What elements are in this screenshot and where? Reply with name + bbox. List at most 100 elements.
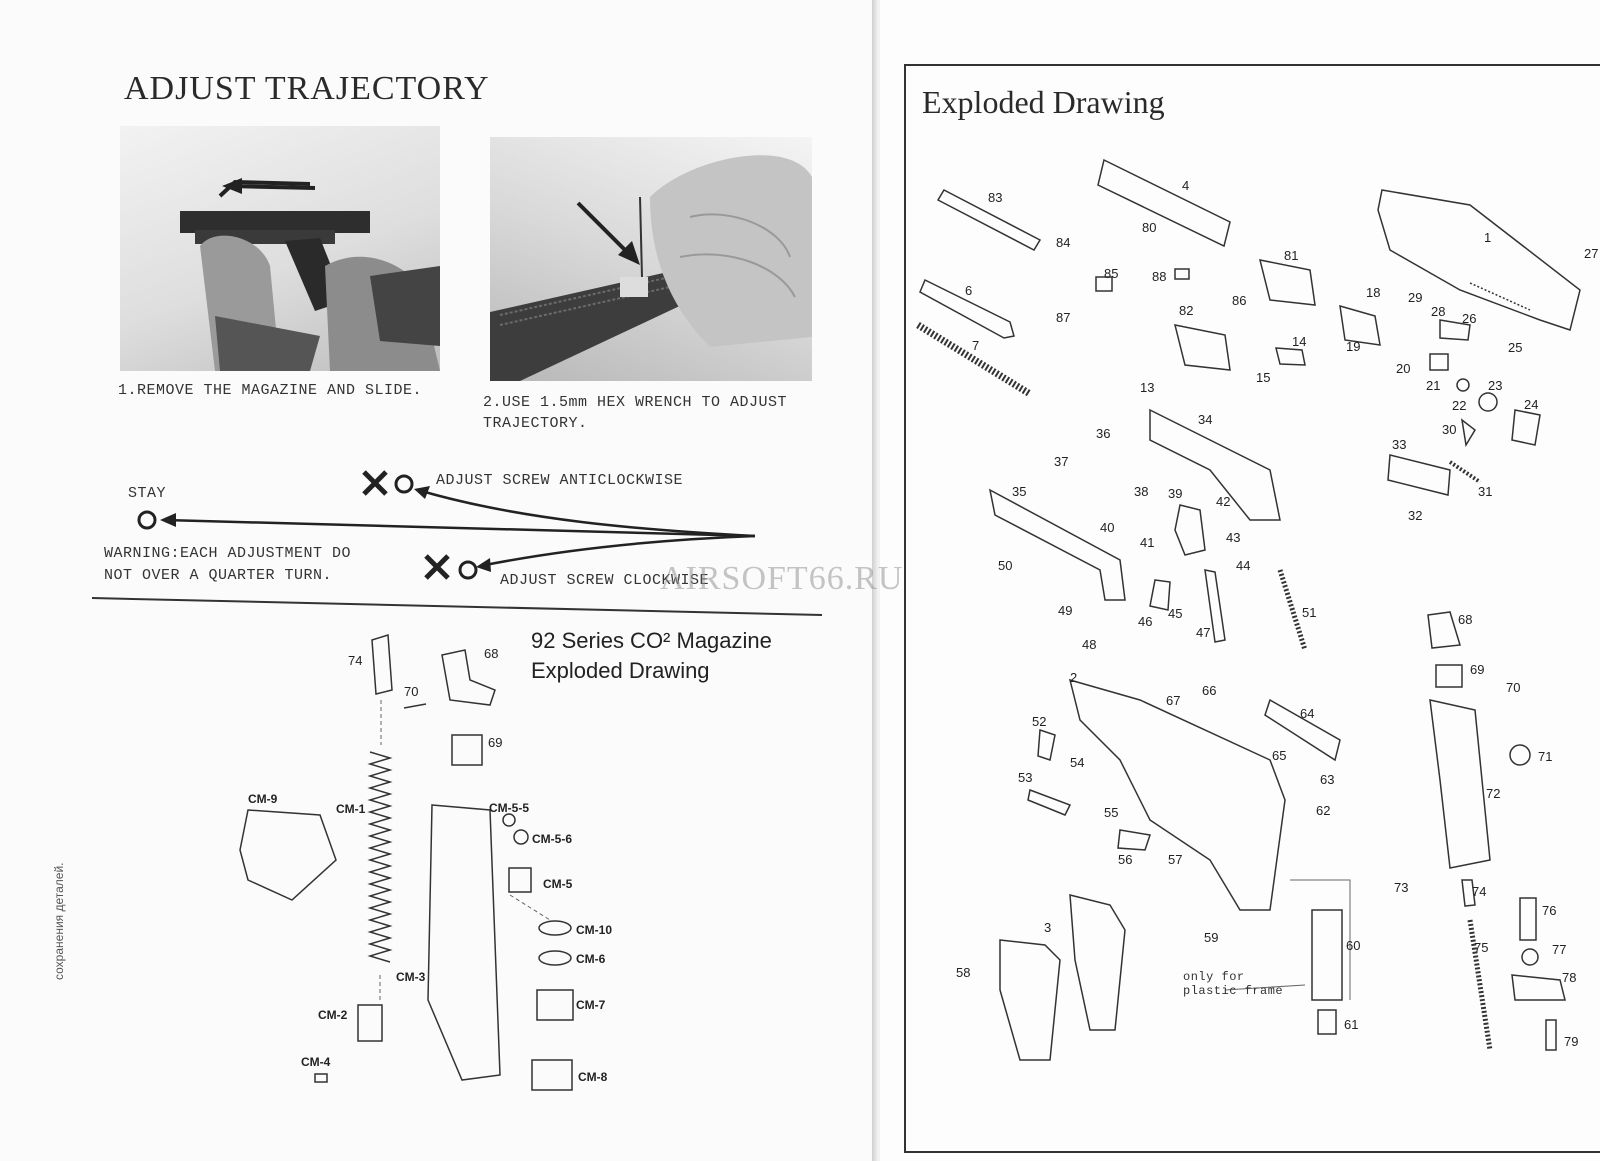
part-52: 52 — [1032, 714, 1047, 729]
part-22: 22 — [1452, 398, 1467, 413]
part-75: 75 — [1474, 940, 1489, 955]
part-56: 56 — [1118, 852, 1133, 867]
part-71: 71 — [1538, 749, 1553, 764]
photo-remove-slide — [120, 126, 440, 371]
part-60: 60 — [1346, 938, 1361, 953]
part-6: 6 — [965, 283, 973, 298]
mag-part-cm3: CM-3 — [396, 970, 426, 984]
part-72: 72 — [1486, 786, 1501, 801]
part-53: 53 — [1018, 770, 1033, 785]
part-2: 2 — [1070, 670, 1078, 685]
part-41: 41 — [1140, 535, 1155, 550]
plastic-frame-note-line2: plastic frame — [1183, 984, 1284, 998]
part-31: 31 — [1478, 484, 1493, 499]
hex-wrench-illustration — [490, 155, 812, 381]
mag-part-cm4: CM-4 — [301, 1055, 331, 1069]
part-28: 28 — [1431, 304, 1446, 319]
mag-part-cm5: CM-5 — [543, 877, 573, 891]
part-15: 15 — [1256, 370, 1271, 385]
exploded-drawing-frame — [904, 64, 1600, 1153]
part-62: 62 — [1316, 803, 1331, 818]
part-87: 87 — [1056, 310, 1071, 325]
part-88: 88 — [1152, 269, 1167, 284]
step2-caption-line1: 2.USE 1.5mm HEX WRENCH TO ADJUST — [483, 394, 788, 411]
part-81: 81 — [1284, 248, 1299, 263]
part-24: 24 — [1524, 397, 1539, 412]
part-61: 61 — [1344, 1017, 1359, 1032]
exploded-drawing-title: Exploded Drawing — [922, 84, 1165, 120]
part-35: 35 — [1012, 484, 1027, 499]
part-29: 29 — [1408, 290, 1423, 305]
part-4: 4 — [1182, 178, 1190, 193]
part-85: 85 — [1104, 266, 1119, 281]
part-20: 20 — [1396, 361, 1411, 376]
part-64: 64 — [1300, 706, 1315, 721]
part-13: 13 — [1140, 380, 1155, 395]
part-34: 34 — [1198, 412, 1213, 427]
part-65: 65 — [1272, 748, 1287, 763]
mag-part-cm9: CM-9 — [248, 792, 278, 806]
part-83: 83 — [988, 190, 1003, 205]
part-46: 46 — [1138, 614, 1153, 629]
magazine-exploded-drawing — [239, 634, 574, 1091]
mag-part-cm7: CM-7 — [576, 998, 606, 1012]
mag-part-74: 74 — [348, 653, 363, 668]
part-78: 78 — [1562, 970, 1577, 985]
part-26: 26 — [1462, 311, 1477, 326]
part-43: 43 — [1226, 530, 1241, 545]
part-1: 1 — [1484, 230, 1492, 245]
warning-line1: WARNING:EACH ADJUSTMENT DO — [104, 545, 352, 562]
part-63: 63 — [1320, 772, 1335, 787]
part-44: 44 — [1236, 558, 1251, 573]
part-45: 45 — [1168, 606, 1183, 621]
part-48: 48 — [1082, 637, 1097, 652]
magazine-title-line2: Exploded Drawing — [531, 658, 710, 683]
mag-part-69: 69 — [488, 735, 503, 750]
part-38: 38 — [1134, 484, 1149, 499]
magazine-title-line1: 92 Series CO² Magazine — [531, 628, 772, 653]
part-23: 23 — [1488, 378, 1503, 393]
part-19: 19 — [1346, 339, 1361, 354]
mag-part-cm6: CM-6 — [576, 952, 606, 966]
part-66: 66 — [1202, 683, 1217, 698]
part-51: 51 — [1302, 605, 1317, 620]
part-55: 55 — [1104, 805, 1119, 820]
part-50: 50 — [998, 558, 1013, 573]
part-25: 25 — [1508, 340, 1523, 355]
part-33: 33 — [1392, 437, 1407, 452]
mag-part-70: 70 — [404, 684, 419, 699]
clockwise-label: ADJUST SCREW CLOCKWISE — [500, 572, 710, 589]
part-42: 42 — [1216, 494, 1231, 509]
pistol-photo-illustration — [180, 178, 440, 371]
mag-part-cm5-5: CM-5-5 — [489, 801, 530, 815]
part-73: 73 — [1394, 880, 1409, 895]
part-39: 39 — [1168, 486, 1183, 501]
anticlockwise-label: ADJUST SCREW ANTICLOCKWISE — [436, 472, 684, 489]
part-84: 84 — [1056, 235, 1071, 250]
part-69: 69 — [1470, 662, 1485, 677]
part-82: 82 — [1179, 303, 1194, 318]
mag-part-68: 68 — [484, 646, 499, 661]
part-47: 47 — [1196, 625, 1211, 640]
part-79: 79 — [1564, 1034, 1579, 1049]
part-77: 77 — [1552, 942, 1567, 957]
part-7: 7 — [972, 338, 980, 353]
adjust-trajectory-title: ADJUST TRAJECTORY — [124, 70, 490, 107]
photo-hex-wrench — [490, 137, 812, 381]
part-32: 32 — [1408, 508, 1423, 523]
part-59: 59 — [1204, 930, 1219, 945]
part-30: 30 — [1442, 422, 1457, 437]
part-86: 86 — [1232, 293, 1247, 308]
step2-caption-line2: TRAJECTORY. — [483, 415, 588, 432]
part-18: 18 — [1366, 285, 1381, 300]
mag-part-cm10: CM-10 — [576, 923, 613, 937]
part-14: 14 — [1292, 334, 1307, 349]
part-76: 76 — [1542, 903, 1557, 918]
trajectory-diagram — [91, 470, 823, 616]
part-57: 57 — [1168, 852, 1183, 867]
part-74: 74 — [1472, 884, 1487, 899]
part-36: 36 — [1096, 426, 1111, 441]
left-page: ADJUST TRAJECTORY 1.REMOVE THE MAGAZINE … — [0, 0, 880, 1161]
part-37: 37 — [1054, 454, 1069, 469]
